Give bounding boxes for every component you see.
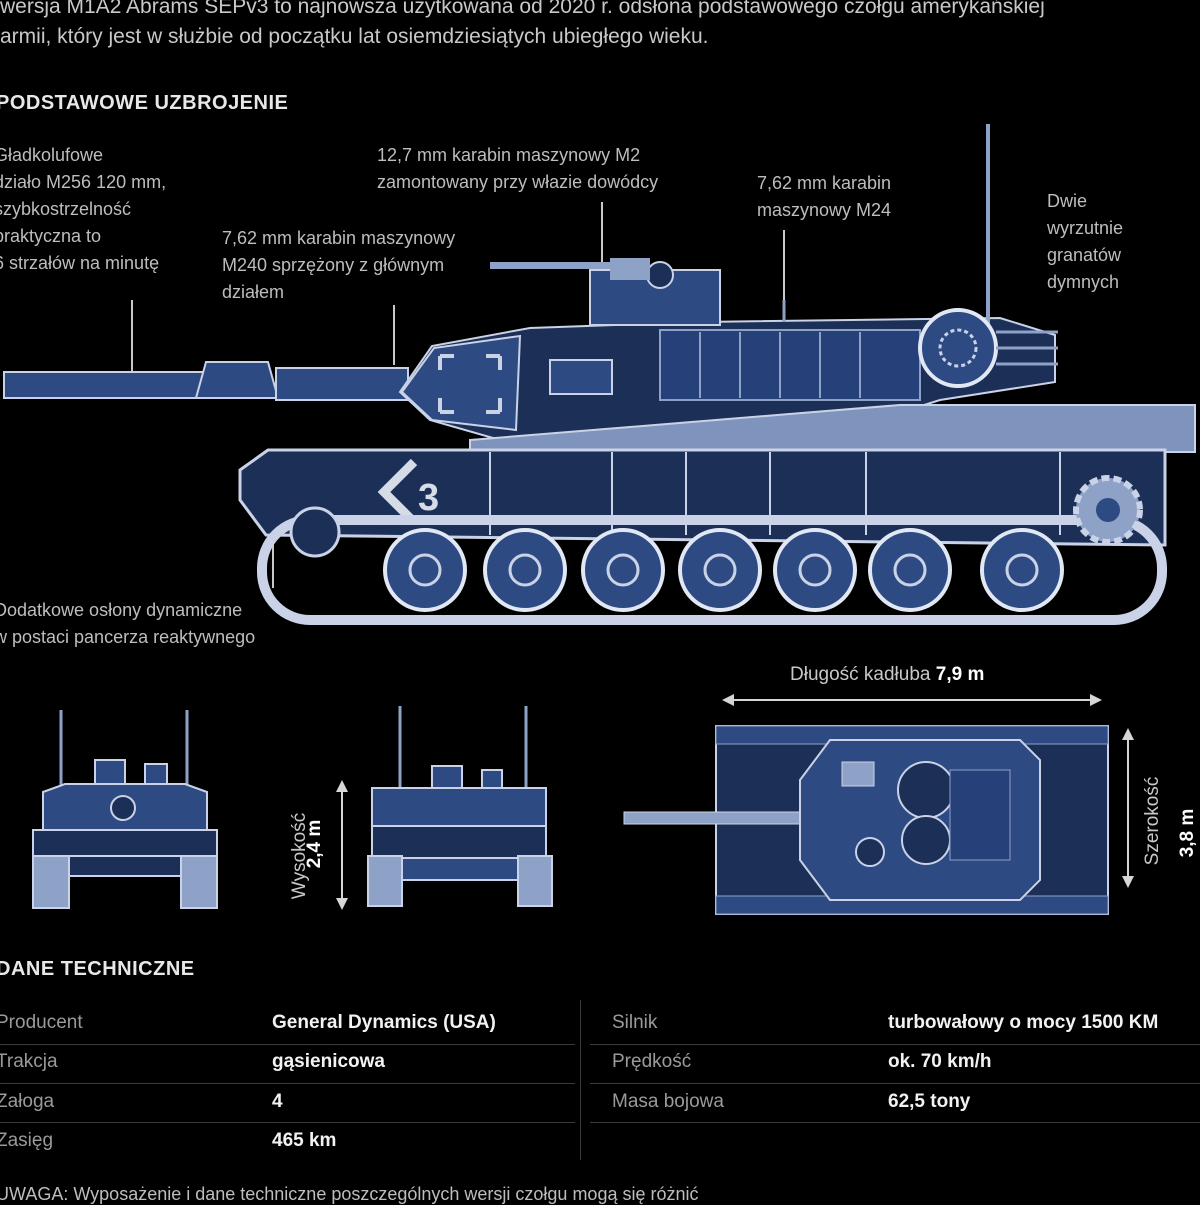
tank-front-view (32, 710, 218, 909)
intro-line-1: wersja M1A2 Abrams SEPv3 to najnowsza uż… (0, 0, 1045, 18)
spec-label: Załoga (0, 1091, 55, 1112)
tank-top-view (623, 725, 1109, 915)
turret-front-face (400, 334, 522, 432)
width-dimension: Szerokość (1142, 766, 1164, 876)
idler-wheel (289, 506, 341, 558)
spec-row-divider (0, 1044, 575, 1045)
gun-mantlet (275, 367, 409, 401)
sight-bracket (438, 354, 502, 414)
length-value: 7,9 m (935, 664, 985, 685)
armament-heading: PODSTAWOWE UZBROJENIE (0, 92, 289, 114)
length-dimension: Długość kadłuba 7,9 m (790, 664, 984, 686)
road-wheels (383, 528, 1064, 612)
spec-row-divider (0, 1083, 575, 1084)
spec-row-divider (590, 1044, 1200, 1045)
length-arrow (722, 694, 1102, 706)
height-value: 2,4 m (304, 819, 325, 869)
spec-value: gąsienicowa (272, 1051, 385, 1072)
tank-rear-view (367, 706, 553, 907)
m2-callout: 12,7 mm karabin maszynowy M2 zamontowany… (377, 145, 659, 192)
m24-callout: 7,62 mm karabin maszynowy M24 (757, 173, 892, 220)
spec-value: 465 km (272, 1130, 337, 1151)
spec-value: turbowałowy o mocy 1500 KM (888, 1012, 1159, 1033)
smoke-launcher-callout: Dwie wyrzutnie granatów dymnych (1047, 191, 1124, 292)
fume-extractor (194, 361, 280, 399)
spec-value: 4 (272, 1091, 283, 1112)
footnote: UWAGA: Wyposażenie i dane techniczne pos… (0, 1184, 699, 1204)
spec-value: ok. 70 km/h (888, 1051, 992, 1072)
spec-label: Silnik (612, 1012, 658, 1033)
m2-barrel (490, 262, 610, 269)
spec-row-divider (0, 1122, 575, 1123)
turret-number: 3 (418, 477, 439, 519)
gun-barrel (3, 371, 205, 399)
era-callout: Dodatkowe osłony dynamiczne w postaci pa… (0, 600, 256, 647)
tank-side-view: 3 (3, 124, 1196, 625)
width-value-wrap: 3,8 m (1177, 788, 1199, 878)
m2-mount (646, 261, 674, 289)
smoke-launcher (918, 308, 998, 388)
chevron-mark (377, 458, 418, 526)
spec-label: Zasięg (0, 1130, 54, 1151)
spec-value: General Dynamics (USA) (272, 1012, 496, 1033)
spec-label: Producent (0, 1012, 83, 1033)
m240-callout: 7,62 mm karabin maszynowy M240 sprzężony… (222, 228, 456, 302)
spec-row-divider (590, 1083, 1200, 1084)
intro-text: wersja M1A2 Abrams SEPv3 to najnowsza uż… (0, 0, 1200, 52)
length-label: Długość kadłuba (790, 664, 931, 685)
track (257, 515, 1167, 625)
specs-divider (580, 1000, 581, 1160)
spec-value: 62,5 tony (888, 1091, 971, 1112)
spec-label: Prędkość (612, 1051, 692, 1072)
height-value-wrap: 2,4 m (304, 799, 326, 889)
intro-line-2: armii, który jest w służbie od początku … (0, 25, 709, 48)
spec-label: Trakcja (0, 1051, 58, 1072)
spec-row-divider (590, 1122, 1200, 1123)
specs-heading: DANE TECHNICZNE (0, 958, 195, 980)
turret-hatch-box (549, 359, 613, 395)
width-value: 3,8 m (1177, 808, 1198, 858)
bustle-rack (659, 329, 921, 401)
height-arrow (336, 780, 348, 910)
spec-label: Masa bojowa (612, 1091, 724, 1112)
gun-callout: Gładkolufowe działo M256 120 mm, szybkos… (0, 145, 167, 273)
width-arrow (1122, 728, 1134, 888)
width-label: Szerokość (1142, 776, 1163, 866)
